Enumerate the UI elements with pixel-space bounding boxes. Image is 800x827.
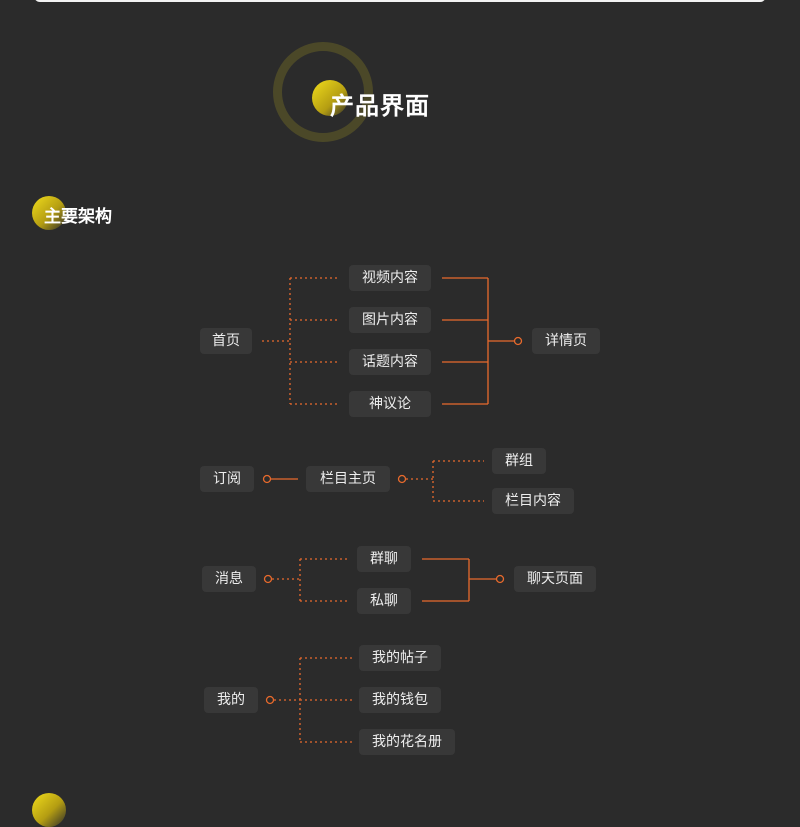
node-mine-child: 我的帖子 <box>359 645 441 671</box>
node-home-child: 神议论 <box>349 391 431 417</box>
node-mine-child: 我的钱包 <box>359 687 441 713</box>
next-section-dot <box>32 793 66 827</box>
node-subscribe-child: 栏目内容 <box>492 488 574 514</box>
messages-port <box>263 574 273 584</box>
node-messages-child: 私聊 <box>357 588 411 614</box>
subscribe-middle-port <box>397 474 407 484</box>
node-detail-page: 详情页 <box>532 328 600 354</box>
decorative-dot <box>312 80 348 116</box>
decorative-ring <box>273 42 373 142</box>
page-title: 产品界面 <box>330 92 430 120</box>
node-home: 首页 <box>200 328 252 354</box>
node-home-child: 话题内容 <box>349 349 431 375</box>
connector-lines <box>262 277 523 743</box>
node-chat-page: 聊天页面 <box>514 566 596 592</box>
node-mine-child: 我的花名册 <box>359 729 455 755</box>
messages-connector <box>272 558 496 602</box>
top-panel-edge <box>34 0 766 2</box>
section-title: 主要架构 <box>44 207 112 227</box>
node-home-child: 图片内容 <box>349 307 431 333</box>
mine-port <box>265 695 275 705</box>
messages-target-port <box>495 574 505 584</box>
home-connector-solid <box>442 277 515 405</box>
mine-connector <box>274 657 352 743</box>
home-connector-dotted <box>262 277 340 405</box>
section-dot <box>32 196 66 230</box>
subscribe-connector <box>271 460 484 502</box>
subscribe-port <box>262 474 272 484</box>
node-messages-child: 群聊 <box>357 546 411 572</box>
node-home-child: 视频内容 <box>349 265 431 291</box>
home-target-port <box>513 336 523 346</box>
node-column-home: 栏目主页 <box>306 466 390 492</box>
node-messages: 消息 <box>202 566 256 592</box>
node-mine: 我的 <box>204 687 258 713</box>
node-subscribe: 订阅 <box>200 466 254 492</box>
node-subscribe-child: 群组 <box>492 448 546 474</box>
